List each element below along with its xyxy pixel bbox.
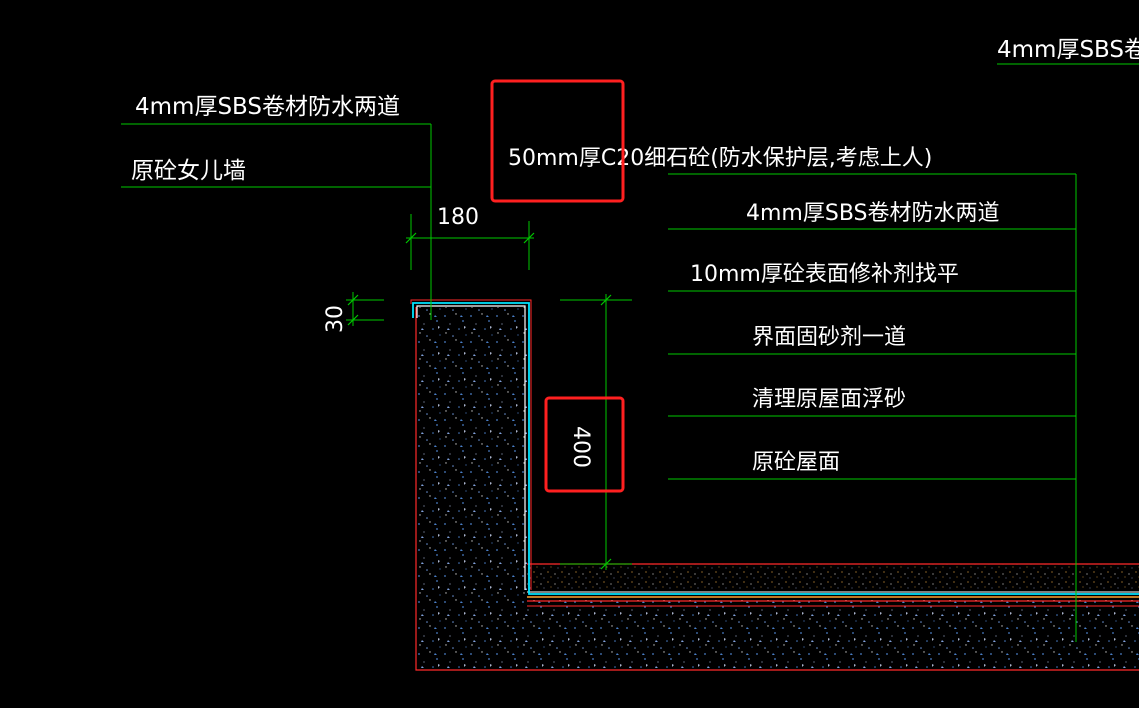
screed-layer <box>527 564 1139 590</box>
dim-400-text: 400 <box>568 426 593 468</box>
label-layer-6: 原砼屋面 <box>752 450 840 475</box>
label-layer-4: 界面固砂剂一道 <box>752 325 906 350</box>
dim-400-tick-top <box>600 294 612 306</box>
label-top-right: 4mm厚SBS卷材 <box>997 37 1139 63</box>
label-layer-2: 4mm厚SBS卷材防水两道 <box>746 201 1000 226</box>
highlight-box-c20 <box>490 79 625 203</box>
dim-180-tick-right <box>523 232 535 244</box>
highlight-box-400 <box>544 396 625 493</box>
dim-30-tick-bottom <box>347 314 359 326</box>
label-layer-5: 清理原屋面浮砂 <box>752 387 906 412</box>
parapet-waterproof-red <box>410 299 532 590</box>
parapet-waterproof-cyan <box>412 302 1139 595</box>
concrete-section <box>416 307 1139 670</box>
concrete-outline <box>415 307 1139 671</box>
dim-180-text: 180 <box>437 205 479 230</box>
parapet-waterproof-white <box>416 305 526 590</box>
dim-180-tick-left <box>405 232 417 244</box>
label-wall-membrane: 4mm厚SBS卷材防水两道 <box>135 94 400 120</box>
label-layer-3: 10mm厚砼表面修补剂找平 <box>690 262 959 287</box>
dim-400-tick-bottom <box>600 558 612 570</box>
dim-30-text: 30 <box>323 305 348 333</box>
dim-30-tick-top <box>347 294 359 306</box>
label-layer-1: 50mm厚C20细石砼(防水保护层,考虑上人) <box>508 146 932 171</box>
label-wall-original: 原砼女儿墙 <box>131 158 246 184</box>
